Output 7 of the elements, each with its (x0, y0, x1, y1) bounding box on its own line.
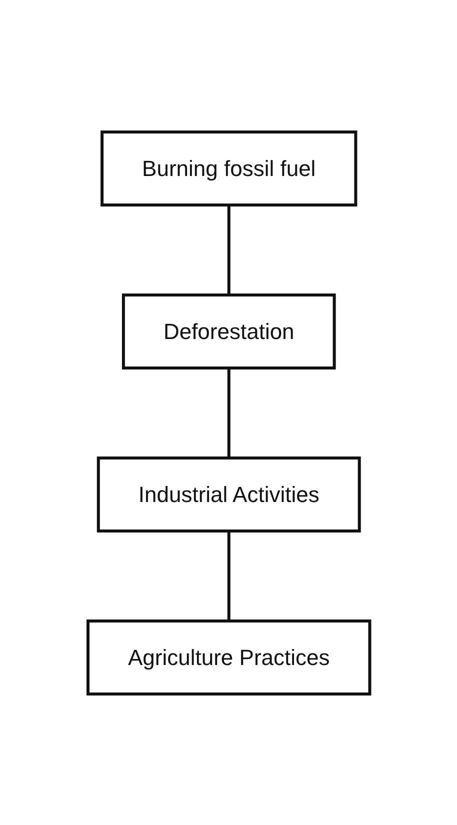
node-box: Deforestation (122, 293, 336, 369)
node-box: Agriculture Practices (86, 619, 371, 695)
connector (227, 368, 230, 458)
connector (227, 204, 230, 294)
connector (227, 530, 230, 620)
node-box: Burning fossil fuel (100, 130, 357, 206)
node-box: Industrial Activities (96, 456, 360, 532)
